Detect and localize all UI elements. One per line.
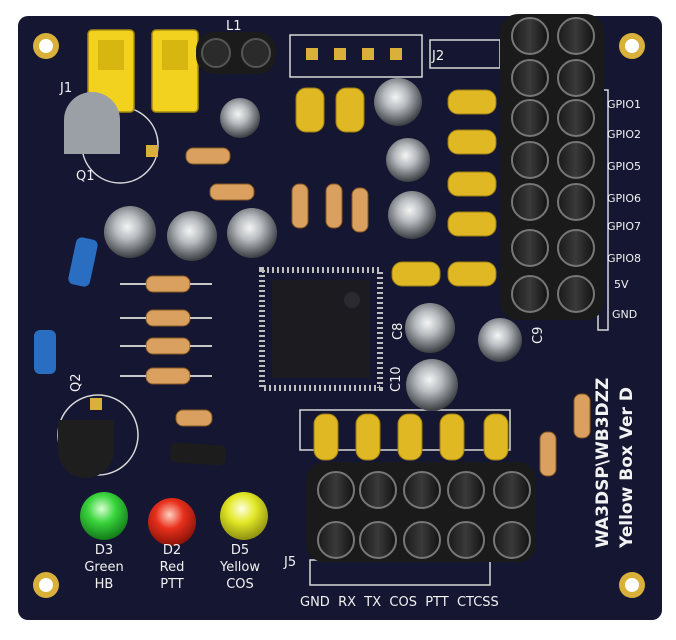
- board-title-line1: WA3DSP\WB3DZZ: [593, 378, 613, 548]
- label-j2: J2: [431, 49, 444, 64]
- top-header-pins: [306, 48, 402, 60]
- label-j1: J1: [59, 81, 72, 96]
- diodes: [34, 237, 227, 466]
- led-labels: D3 Green HB D2 Red PTT D5 Yellow COS: [84, 543, 260, 592]
- jumper-j1: [87, 29, 199, 113]
- gpio-label: GPIO8: [607, 252, 641, 265]
- gpio-label: GPIO2: [607, 128, 641, 141]
- led-line2: PTT: [160, 577, 184, 592]
- ic-chip: [259, 267, 383, 391]
- header-j5: [306, 462, 536, 562]
- led-line1: Yellow: [219, 560, 260, 575]
- bottom-pin-labels: GND RX TX COS PTT CTCSS: [300, 595, 499, 610]
- led-green: [80, 492, 128, 540]
- led-line2: HB: [95, 577, 114, 592]
- led-ref: D3: [95, 543, 113, 558]
- gpio-label: GND: [612, 308, 637, 321]
- board-title-line2: Yellow Box Ver D: [617, 387, 637, 549]
- transistor-q2: [58, 398, 114, 478]
- gpio-label: GPIO6: [607, 192, 641, 205]
- label-q1: Q1: [76, 169, 95, 184]
- gpio-label: GPIO7: [607, 220, 641, 233]
- electrolytic-capacitors: [104, 78, 522, 411]
- gpio-label: GPIO1: [607, 98, 641, 111]
- led-red: [148, 498, 196, 546]
- resistors: [120, 147, 591, 477]
- label-c8: C8: [391, 323, 406, 340]
- label-j5: J5: [283, 555, 296, 570]
- led-line1: Green: [84, 560, 123, 575]
- gpio-label: 5V: [614, 278, 629, 291]
- led-ref: D2: [163, 543, 181, 558]
- label-q2: Q2: [69, 373, 84, 392]
- mounting-holes: [33, 33, 645, 598]
- label-c9: C9: [531, 327, 546, 344]
- led-line1: Red: [160, 560, 185, 575]
- header-j2: [500, 14, 604, 320]
- label-c10: C10: [389, 366, 404, 392]
- transistor-q1: [64, 92, 158, 157]
- gpio-labels: GPIO1 GPIO2 GPIO5 GPIO6 GPIO7 GPIO8 5V G…: [607, 98, 641, 321]
- inductor-l1: [196, 32, 276, 74]
- led-yellow: [220, 492, 268, 540]
- gpio-label: GPIO5: [607, 160, 641, 173]
- led-line2: COS: [226, 577, 254, 592]
- label-l1: L1: [226, 19, 242, 34]
- led-ref: D5: [231, 543, 249, 558]
- ceramic-capacitors: [295, 87, 509, 461]
